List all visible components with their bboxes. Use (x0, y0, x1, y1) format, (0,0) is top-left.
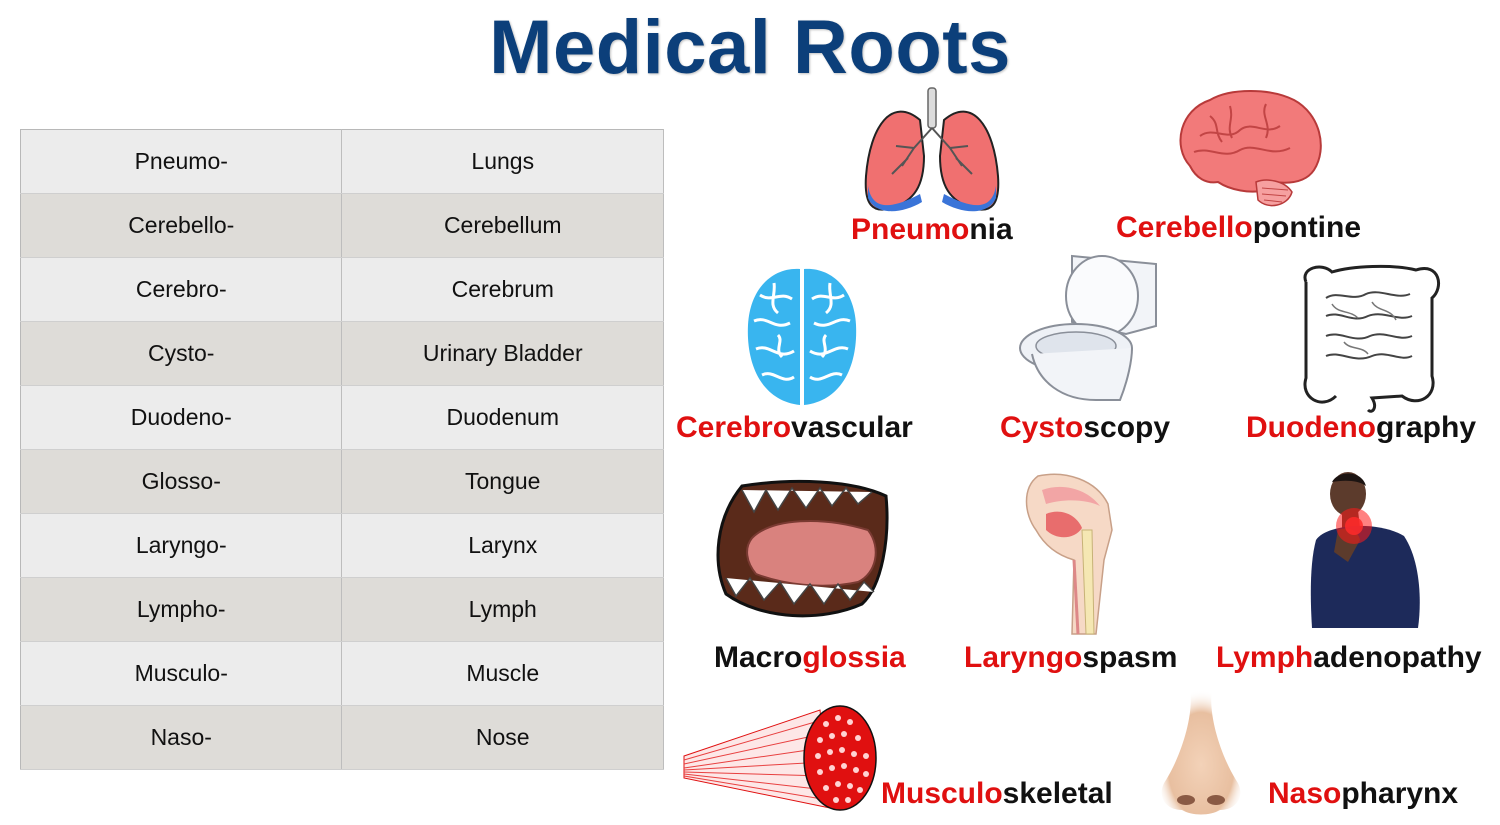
table-row: Duodeno-Duodenum (20, 385, 664, 450)
root-cell: Cysto- (20, 321, 343, 386)
table-row: Naso-Nose (20, 705, 664, 770)
meaning-cell: Lymph (341, 577, 664, 642)
meaning-cell: Tongue (341, 449, 664, 514)
term-cerebellopontine: Cerebellopontine (1116, 211, 1362, 244)
mouth-tongue-icon (716, 479, 889, 618)
root-cell: Musculo- (20, 641, 343, 706)
table-row: Cerebello-Cerebellum (20, 193, 664, 258)
meaning-cell: Lungs (341, 129, 664, 194)
term-nasopharynx: Nasopharynx (1268, 777, 1459, 810)
root-cell: Naso- (20, 705, 343, 770)
nose-icon (1161, 690, 1241, 815)
meaning-cell: Larynx (341, 513, 664, 578)
table-row: Lympho-Lymph (20, 577, 664, 642)
meaning-cell: Urinary Bladder (341, 321, 664, 386)
throat-section-icon (1025, 473, 1113, 635)
term-laryngospasm: Laryngospasm (964, 641, 1178, 674)
meaning-cell: Cerebrum (341, 257, 664, 322)
term-lymphadenopathy: Lymphadenopathy (1216, 641, 1482, 674)
brain-top-icon (747, 268, 857, 405)
brain-icon (1179, 90, 1322, 207)
root-cell: Duodeno- (20, 385, 343, 450)
intestines-icon (1303, 264, 1441, 413)
roots-table: Pneumo-Lungs Cerebello-Cerebellum Cerebr… (20, 129, 664, 770)
table-row: Glosso-Tongue (20, 449, 664, 514)
meaning-cell: Cerebellum (341, 193, 664, 258)
root-cell: Laryngo- (20, 513, 343, 578)
toilet-icon (1019, 254, 1157, 401)
lungs-icon (864, 87, 1000, 212)
term-musculoskeletal: Musculoskeletal (881, 777, 1113, 810)
term-pneumonia: Pneumonia (851, 213, 1013, 246)
table-row: Laryngo-Larynx (20, 513, 664, 578)
meaning-cell: Duodenum (341, 385, 664, 450)
term-cystoscopy: Cystoscopy (1000, 411, 1171, 444)
table-row: Musculo-Muscle (20, 641, 664, 706)
muscle-fiber-icon (683, 705, 877, 811)
table-row: Cysto-Urinary Bladder (20, 321, 664, 386)
term-cerebrovascular: Cerebrovascular (676, 411, 913, 444)
table-row: Cerebro-Cerebrum (20, 257, 664, 322)
meaning-cell: Nose (341, 705, 664, 770)
root-cell: Cerebro- (20, 257, 343, 322)
meaning-cell: Muscle (341, 641, 664, 706)
root-cell: Glosso- (20, 449, 343, 514)
person-neck-pain-icon (1310, 472, 1420, 628)
table-row: Pneumo-Lungs (20, 129, 664, 194)
root-cell: Lympho- (20, 577, 343, 642)
term-duodenography: Duodenography (1246, 411, 1477, 444)
term-macroglossia: Macroglossia (714, 641, 906, 674)
root-cell: Pneumo- (20, 129, 343, 194)
root-cell: Cerebello- (20, 193, 343, 258)
page-title: Medical Roots (489, 5, 1011, 90)
